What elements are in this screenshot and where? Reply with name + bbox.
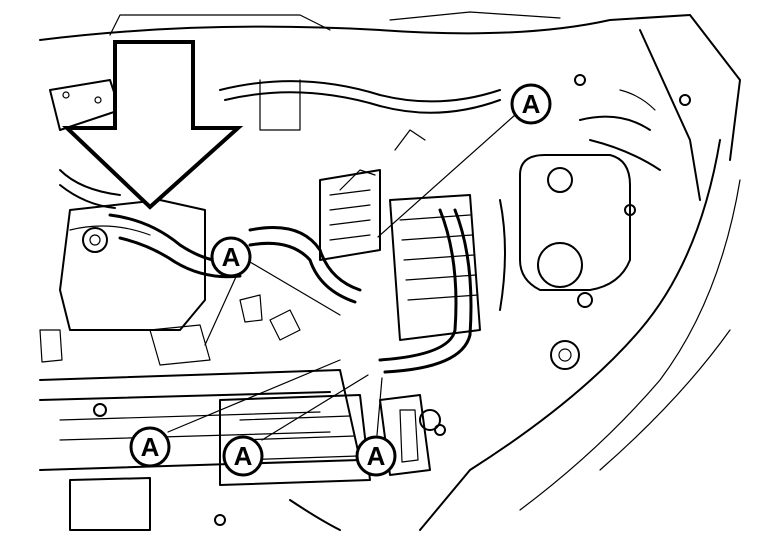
callout-label: A xyxy=(522,89,541,119)
callout-a3: A xyxy=(129,426,171,468)
callout-label: A xyxy=(367,441,386,471)
callout-circle-icon xyxy=(510,83,552,125)
callout-label: A xyxy=(141,432,160,462)
leader-lines xyxy=(167,114,516,441)
callout-a5: A xyxy=(355,435,397,477)
callout-a4: A xyxy=(222,435,264,477)
callout-circle-icon xyxy=(210,236,252,278)
down-arrow-icon xyxy=(61,40,244,210)
callout-circle-icon xyxy=(222,435,264,477)
engine-bay-linework xyxy=(39,11,741,531)
callout-circle-icon xyxy=(355,435,397,477)
callout-a2: A xyxy=(210,236,252,278)
callout-circle-icon xyxy=(129,426,171,468)
callout-a1: A xyxy=(510,83,552,125)
callout-label: A xyxy=(222,242,241,272)
callout-label: A xyxy=(234,441,253,471)
